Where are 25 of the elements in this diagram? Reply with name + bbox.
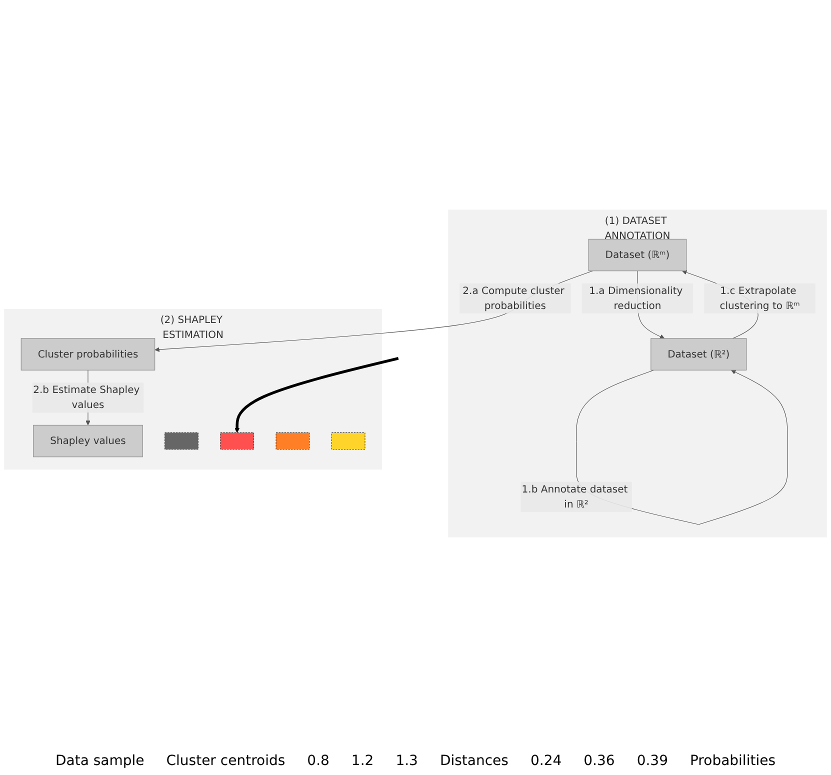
node-box: [331, 432, 366, 450]
legend-text: Distances: [440, 753, 508, 769]
edge-label: 1.a Dimensionality reduction: [589, 285, 683, 312]
arrow: [154, 270, 594, 352]
node-box: Dataset (ℝ²): [650, 338, 747, 370]
legend-text: 0.39: [636, 753, 668, 769]
legend-text: Data sample: [55, 753, 144, 769]
node-box: [164, 432, 198, 450]
edge-label: 1.c Extrapolate clustering to ℝᵐ: [720, 285, 800, 312]
legend-text: 1.2: [351, 753, 374, 769]
edge-label: 2.a Compute cluster probabilities: [462, 285, 564, 312]
legend-text: Cluster centroids: [166, 753, 286, 769]
edge-label: 1.b Annotate dataset in ℝ²: [522, 484, 628, 510]
node-box: Cluster probabilities: [20, 338, 156, 370]
node-box: [276, 432, 310, 450]
legend-text: 0.24: [530, 753, 562, 769]
node-box: Dataset (ℝᵐ): [588, 238, 687, 272]
legend-text: 0.8: [307, 753, 330, 769]
legend-text: 0.36: [584, 753, 615, 769]
node-box: [220, 432, 254, 450]
legend-text: Probabilities: [690, 753, 776, 769]
arrow: [234, 357, 399, 433]
node-box: Shapley values: [33, 424, 143, 458]
edge-label: 2.b Estimate Shapley values: [33, 384, 140, 412]
legend-text: 1.3: [396, 753, 418, 769]
